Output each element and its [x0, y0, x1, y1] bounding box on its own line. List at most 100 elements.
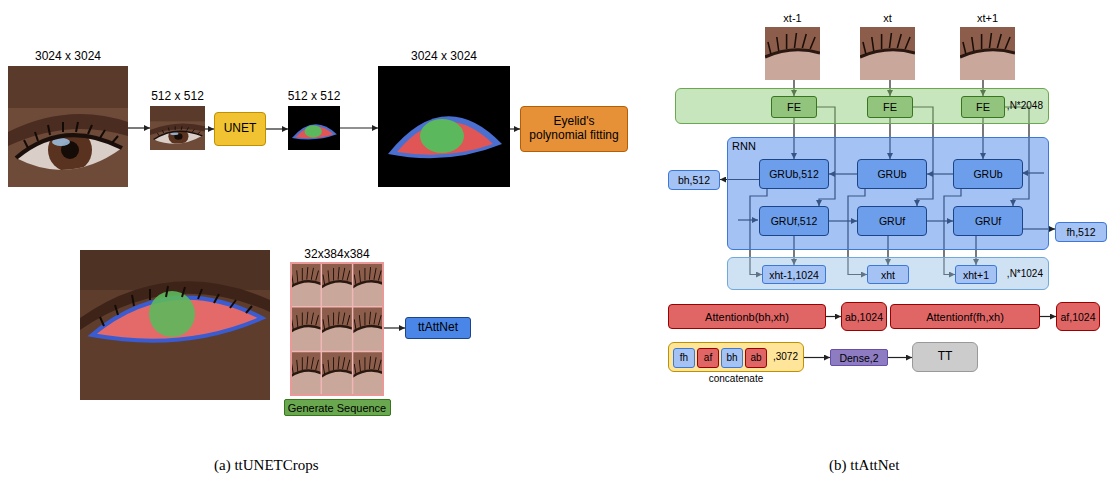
- connector-arrow: [384, 327, 405, 328]
- gru-box: GRUb,512: [759, 159, 829, 189]
- crop: [290, 262, 321, 307]
- connector-arrow: [826, 316, 841, 317]
- box-label: FE: [976, 101, 990, 114]
- concat-band: ,3072concatenatefhafbhab: [668, 342, 804, 372]
- feature-band: ,N*2048 FE FE FE: [675, 88, 1049, 124]
- box-label: xht+1: [963, 268, 989, 280]
- crop-grid-image: [290, 262, 384, 396]
- box-label: 3024 x 3024: [35, 50, 101, 64]
- crop: [353, 262, 384, 307]
- connector-arrow: [266, 128, 288, 129]
- fe-box: FE: [867, 96, 913, 118]
- box-label: GRUf: [879, 215, 905, 227]
- output-box: xht-1,1024: [762, 265, 826, 284]
- box-label: TT: [938, 350, 953, 364]
- box-label: bh: [726, 352, 737, 364]
- connector-arrow: [205, 128, 214, 129]
- box-label: ttAttNet: [418, 321, 458, 335]
- box-label: xht: [881, 268, 895, 280]
- box-label: xt-1: [783, 12, 801, 25]
- box-label: bh,512: [678, 174, 710, 186]
- box-label: xht-1,1024: [769, 268, 819, 280]
- resized-photo: 512 x 512: [150, 106, 205, 150]
- attention-output: af,1024: [1056, 302, 1100, 331]
- box-label: af,1024: [1060, 310, 1095, 322]
- box-label: GRUb: [973, 168, 1002, 180]
- frame-image: xt: [860, 27, 915, 80]
- box-label: fh: [680, 352, 688, 364]
- box-label: ,N*1024: [1007, 268, 1043, 280]
- concat-part: fh: [673, 348, 695, 368]
- box-label: Generate Sequence: [288, 401, 386, 414]
- fe-box: FE: [771, 96, 817, 118]
- crop: [321, 307, 352, 352]
- frame-crop: [960, 27, 1015, 80]
- frame-crop: [765, 27, 820, 80]
- crop: [353, 307, 384, 352]
- fitting-box: Eyelid's polynomial fitting: [520, 106, 628, 152]
- gru-box: GRUf,512: [759, 206, 829, 236]
- attention-output: ab,1024: [841, 302, 887, 331]
- sequence-box: Generate Sequence: [284, 399, 391, 416]
- overlay-photo: [80, 250, 270, 400]
- box-label: Attentionb(bh,xh): [705, 310, 789, 323]
- model-box: ttAttNet: [405, 317, 471, 339]
- unet-box: UNET: [214, 112, 266, 146]
- box-label: Dense,2: [839, 351, 878, 363]
- box-label: GRUf: [975, 215, 1001, 227]
- box-label: GRUb,512: [769, 168, 819, 180]
- crop: [321, 262, 352, 307]
- crop: [353, 351, 384, 396]
- output-box: xht: [867, 265, 909, 284]
- hidden-state: fh,512: [1055, 222, 1107, 242]
- box-label: xt: [883, 12, 892, 25]
- connector-arrow: [510, 128, 520, 129]
- eye-photo: [8, 66, 128, 187]
- hidden-state: bh,512: [668, 170, 720, 190]
- gru-box: GRUb: [953, 159, 1023, 189]
- connector-arrow: [128, 127, 150, 128]
- connector-arrow: [804, 357, 830, 358]
- iris-overlay: [149, 291, 195, 337]
- dense-box: Dense,2: [830, 349, 888, 366]
- box-label: ,3072: [773, 351, 798, 363]
- box-label: ab,1024: [845, 310, 883, 322]
- box-label: 512 x 512: [288, 90, 341, 104]
- box-label: ab: [750, 352, 761, 364]
- box-label: RNN: [732, 140, 756, 153]
- fe-box: FE: [961, 96, 1005, 118]
- eyelashes: [100, 286, 252, 326]
- box-label: fh,512: [1066, 226, 1095, 238]
- frame-image: xt+1: [960, 27, 1015, 80]
- upscaled-mask: 3024 x 3024: [378, 66, 510, 187]
- crop: [321, 351, 352, 396]
- gru-box: GRUf: [857, 206, 927, 236]
- box-label: Eyelid's polynomial fitting: [524, 115, 624, 143]
- box-label: 3024 x 3024: [411, 50, 477, 64]
- frame-image: xt-1: [765, 27, 820, 80]
- output-band: ,N*1024 xht-1,1024 xht xht+1: [727, 257, 1049, 290]
- grid-lines: [290, 262, 384, 396]
- box-label: UNET: [224, 122, 257, 136]
- skin: [80, 250, 270, 400]
- box-label: 512 x 512: [151, 90, 204, 104]
- attention-box: Attentionf(fh,xh): [890, 304, 1040, 329]
- crop-grid: 32x384x384: [290, 262, 384, 396]
- concat-part: af: [697, 348, 719, 368]
- box-label: FE: [883, 101, 897, 114]
- segmentation-mask: [378, 66, 510, 187]
- box-label: Attentionf(fh,xh): [926, 310, 1004, 323]
- box-label: ,N*2048: [1007, 100, 1043, 112]
- box-label: FE: [787, 101, 801, 114]
- attention-box: Attentionb(bh,xh): [668, 304, 826, 329]
- input-photo: 3024 x 3024: [8, 66, 128, 187]
- box-label: GRUb: [877, 168, 906, 180]
- segmentation-mask: [288, 106, 340, 150]
- box-label: 32x384x384: [304, 248, 369, 262]
- box-label: GRUf,512: [771, 215, 818, 227]
- frame-crop: [860, 27, 915, 80]
- eye-photo-small: [150, 106, 205, 150]
- gru-box: GRUf: [953, 206, 1023, 236]
- concat-part: ab: [745, 348, 767, 368]
- output-node: TT: [912, 342, 978, 372]
